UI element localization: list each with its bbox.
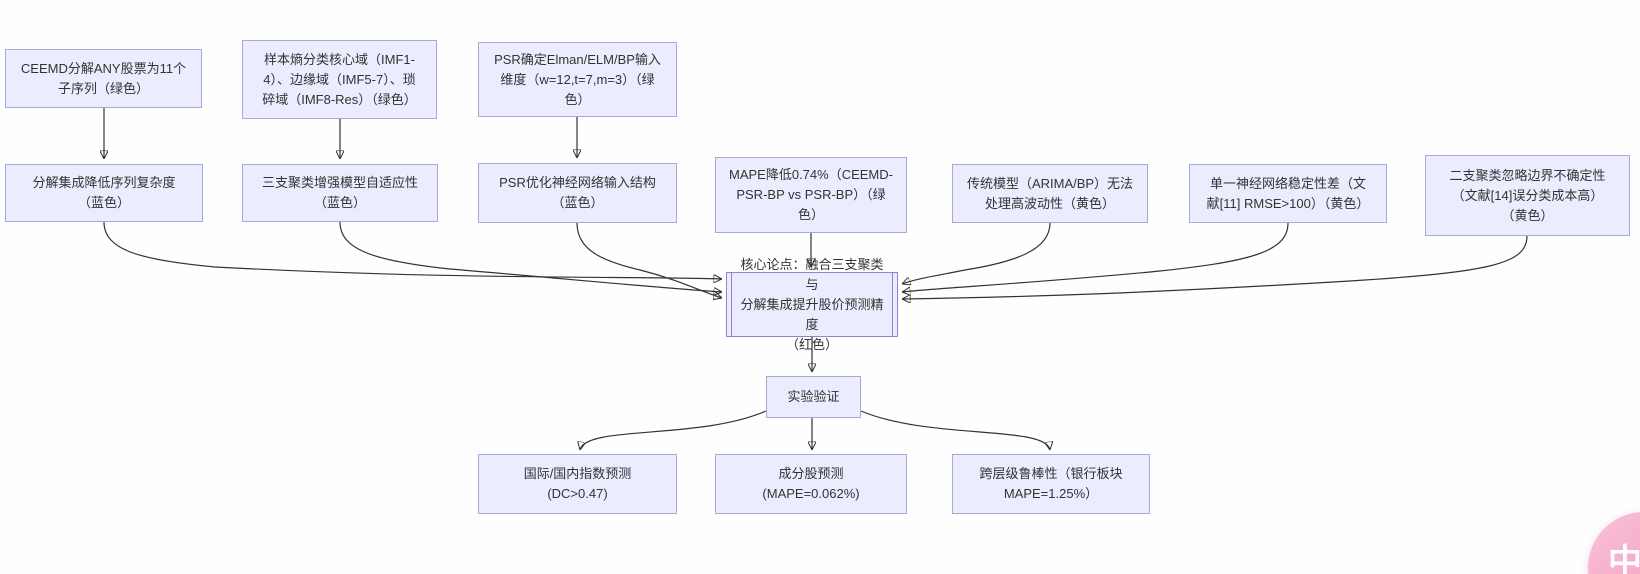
node-psr-optimization: PSR优化神经网络输入结构 （蓝色） <box>478 163 677 223</box>
node-decomposition-benefit: 分解集成降低序列复杂度 （蓝色） <box>5 164 203 222</box>
translate-icon: 中A <box>1608 543 1640 574</box>
node-traditional-model-limit: 传统模型（ARIMA/BP）无法 处理高波动性（黄色） <box>952 164 1148 223</box>
edge-J-K <box>902 235 1528 299</box>
edge-L-O <box>860 410 1050 450</box>
edge-I-K <box>902 222 1289 292</box>
node-mape-reduction: MAPE降低0.74%（CEEMD- PSR-BP vs PSR-BP）（绿 色… <box>715 157 907 233</box>
node-ceemd-decompose: CEEMD分解ANY股票为11个 子序列（绿色） <box>5 49 202 108</box>
translate-badge-button[interactable]: 中A <box>1588 512 1640 574</box>
node-experiment-validation: 实验验证 <box>766 376 861 418</box>
edge-H-K <box>902 222 1051 284</box>
node-constituent-prediction: 成分股预测 (MAPE=0.062%) <box>715 454 907 514</box>
node-two-way-clustering-limit: 二支聚类忽略边界不确定性 （文献[14]误分类成本高） （黄色） <box>1425 155 1630 236</box>
node-cross-level-robustness: 跨层级鲁棒性（银行板块 MAPE=1.25%） <box>952 454 1150 514</box>
node-three-way-clustering: 三支聚类增强模型自适应性 （蓝色） <box>242 164 438 222</box>
node-sample-entropy: 样本熵分类核心域（IMF1- 4）、边缘域（IMF5-7）、琐 碎域（IMF8-… <box>242 40 437 119</box>
node-core-thesis: 核心论点：融合三支聚类与 分解集成提升股价预测精度 （红色） <box>726 257 898 352</box>
edge-E-K <box>339 221 722 292</box>
edge-F-K <box>576 222 722 298</box>
node-index-prediction: 国际/国内指数预测 (DC>0.47) <box>478 454 677 514</box>
node-single-nn-instability: 单一神经网络稳定性差（文 献[11] RMSE>100）（黄色） <box>1189 164 1387 223</box>
edge-L-M <box>580 410 767 450</box>
edge-D-K <box>103 221 722 279</box>
node-psr-dimension: PSR确定Elman/ELM/BP输入 维度（w=12,t=7,m=3）（绿 色… <box>478 42 677 117</box>
